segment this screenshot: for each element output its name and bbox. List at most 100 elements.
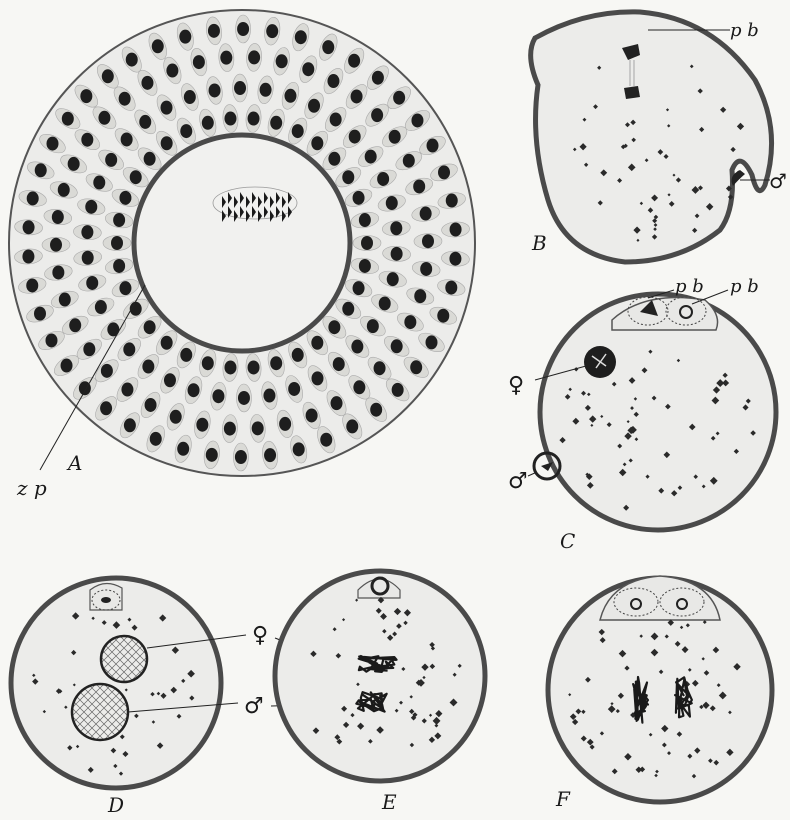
follicle-nucleus: [427, 139, 439, 153]
follicle-nucleus: [248, 112, 260, 126]
follicle-nucleus: [145, 398, 157, 412]
follicle-nucleus: [119, 281, 131, 295]
follicle-nucleus: [119, 92, 131, 106]
male-symbol-de: ♂: [244, 694, 264, 719]
follicle-nucleus: [279, 417, 291, 431]
follicle-nucleus: [330, 112, 342, 126]
follicle-nucleus: [220, 51, 232, 65]
follicle-nucleus: [82, 251, 94, 265]
follicle-nucleus: [69, 318, 81, 332]
follicle-nucleus: [144, 152, 156, 166]
follicle-nucleus: [61, 359, 73, 373]
follicle-nucleus: [390, 221, 402, 235]
panel-c-label: C: [560, 529, 575, 553]
polar-body-cap-d: [90, 583, 122, 610]
follicle-nucleus: [170, 410, 182, 424]
follicle-nucleus: [123, 342, 135, 356]
female-pronucleus-d: [101, 636, 147, 682]
panel-a: z p A: [9, 10, 475, 500]
follicle-nucleus: [449, 252, 461, 266]
follicle-nucleus: [392, 383, 404, 397]
follicle-nucleus: [306, 408, 318, 422]
follicle-nucleus: [202, 116, 214, 130]
follicle-nucleus: [85, 200, 97, 214]
follicle-nucleus: [252, 421, 264, 435]
follicle-nucleus: [166, 64, 178, 78]
follicle-nucleus: [26, 278, 38, 292]
follicle-nucleus: [81, 133, 93, 147]
follicle-nucleus: [422, 234, 434, 248]
panel-d: D: [11, 578, 221, 817]
follicle-nucleus: [393, 91, 405, 105]
egg-b-outline: [531, 12, 772, 262]
follicle-nucleus: [212, 389, 224, 403]
follicle-nucleus: [144, 320, 156, 334]
follicle-nucleus: [101, 364, 113, 378]
follicle-nucleus: [276, 54, 288, 68]
follicle-nucleus: [288, 382, 300, 396]
follicle-nucleus: [52, 265, 64, 279]
female-symbol-de: ♀: [252, 623, 268, 648]
zona-pellucida: [134, 135, 350, 351]
follicle-nucleus: [328, 320, 340, 334]
follicle-nucleus: [161, 336, 173, 350]
chromatin-thread: [356, 692, 386, 711]
follicle-nucleus: [23, 220, 35, 234]
follicle-nucleus: [93, 176, 105, 190]
follicle-nucleus: [237, 22, 249, 36]
follicle-nucleus: [311, 336, 323, 350]
follicle-nucleus: [342, 302, 354, 316]
follicle-nucleus: [327, 74, 339, 88]
follicle-nucleus: [411, 113, 423, 127]
follicle-nucleus: [59, 293, 71, 307]
follicle-nucleus: [391, 247, 403, 261]
follicle-nucleus: [284, 89, 296, 103]
follicle-nucleus: [121, 383, 133, 397]
panel-e: E: [275, 571, 485, 814]
polar-body-cap-f: [600, 576, 720, 620]
female-symbol: ♀: [508, 373, 524, 398]
follicle-nucleus: [35, 163, 47, 177]
follicle-nucleus: [209, 83, 221, 97]
follicle-nucleus: [202, 356, 214, 370]
follicle-nucleus: [139, 115, 151, 129]
follicle-nucleus: [34, 307, 46, 321]
follicle-nucleus: [320, 433, 332, 447]
panel-f-label: F: [555, 787, 571, 811]
follicle-nucleus: [322, 40, 334, 54]
follicle-nucleus: [52, 210, 64, 224]
follicle-nucleus: [196, 418, 208, 432]
follicle-nucleus: [177, 442, 189, 456]
follicle-nucleus: [126, 53, 138, 67]
follicle-nucleus: [206, 448, 218, 462]
follicle-nucleus: [370, 403, 382, 417]
follicle-nucleus: [208, 24, 220, 38]
follicle-nucleus: [263, 389, 275, 403]
follicle-nucleus: [80, 89, 92, 103]
follicle-nucleus: [333, 357, 345, 371]
follicle-nucleus: [351, 89, 363, 103]
follicle-nucleus: [349, 130, 361, 144]
follicle-nucleus: [446, 194, 458, 208]
follicle-nucleus: [302, 62, 314, 76]
female-pronucleus: [584, 346, 616, 378]
follicle-nucleus: [346, 419, 358, 433]
follicle-nucleus: [260, 83, 272, 97]
follicle-nucleus: [22, 250, 34, 264]
follicle-nucleus: [292, 348, 304, 362]
follicle-nucleus: [365, 150, 377, 164]
follicle-nucleus: [58, 183, 70, 197]
follicle-nucleus: [248, 360, 260, 374]
follicle-nucleus: [413, 179, 425, 193]
follicle-nucleus: [389, 130, 401, 144]
follicle-nucleus: [45, 333, 57, 347]
follicle-nucleus: [371, 108, 383, 122]
follicle-nucleus: [270, 116, 282, 130]
follicle-nucleus: [100, 401, 112, 415]
follicle-nucleus: [445, 281, 457, 295]
follicle-nucleus: [348, 54, 360, 68]
follicle-nucleus: [27, 191, 39, 205]
follicle-nucleus: [426, 335, 438, 349]
pb-label: p b: [730, 20, 759, 41]
follicle-nucleus: [361, 236, 373, 250]
